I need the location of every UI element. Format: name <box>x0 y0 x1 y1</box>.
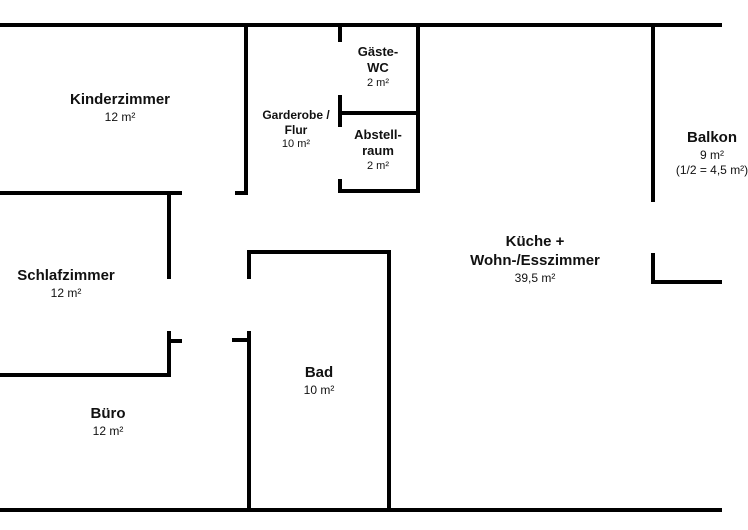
wall-bad-top <box>247 250 391 512</box>
room-balkon: Balkon 9 m² (1/2 = 4,5 m²) <box>676 129 748 178</box>
wall-schlafzimmer-right <box>0 331 171 377</box>
room-area: 39,5 m² <box>514 270 556 285</box>
room-name: Bad <box>304 364 334 381</box>
wall-balkon-bottom <box>651 253 722 284</box>
room-name: Büro <box>90 405 126 422</box>
room-buero: Büro 12 m² <box>91 405 126 439</box>
room-area: 10 m² <box>303 382 335 397</box>
room-area: 12 m² <box>92 423 124 438</box>
room-name-line2: Wohn-/Esszimmer <box>470 251 600 269</box>
room-name-line2: Flur <box>284 123 308 137</box>
room-area: 10 m² <box>281 138 311 150</box>
room-name: Schlafzimmer <box>17 267 115 284</box>
room-kinderzimmer: Kinderzimmer 12 m² <box>70 91 170 125</box>
wall-abstell-bottom <box>338 23 420 193</box>
room-bad: Bad 10 m² <box>304 364 335 398</box>
room-name-line1: Abstell- <box>354 127 402 142</box>
room-kueche-wohn-esszimmer: Küche + Wohn-/Esszimmer 39,5 m² <box>470 233 600 286</box>
room-area: 9 m² <box>699 147 724 162</box>
room-note: (1/2 = 4,5 m²) <box>675 162 748 177</box>
wall-kinderzimmer-right <box>235 23 248 195</box>
room-name-line1: Gäste- <box>357 44 399 59</box>
room-name-line2: raum <box>362 143 394 159</box>
room-abstellraum: Abstell- raum 2 m² <box>354 127 402 173</box>
room-name: Kinderzimmer <box>69 91 171 108</box>
room-area: 12 m² <box>50 285 82 300</box>
floor-plan <box>0 23 722 512</box>
room-area: 2 m² <box>367 76 389 89</box>
room-garderobe: Garderobe / Flur 10 m² <box>262 108 329 152</box>
room-gaeste-wc: Gäste- WC 2 m² <box>358 44 398 90</box>
room-schlafzimmer: Schlafzimmer 12 m² <box>17 267 115 301</box>
room-area: 12 m² <box>104 109 136 124</box>
room-area: 2 m² <box>366 159 389 172</box>
room-name-line1: Garderobe / <box>262 108 330 122</box>
room-name: Balkon <box>686 129 738 146</box>
room-name-line2: WC <box>367 60 389 76</box>
room-name-line1: Küche + <box>505 233 565 250</box>
